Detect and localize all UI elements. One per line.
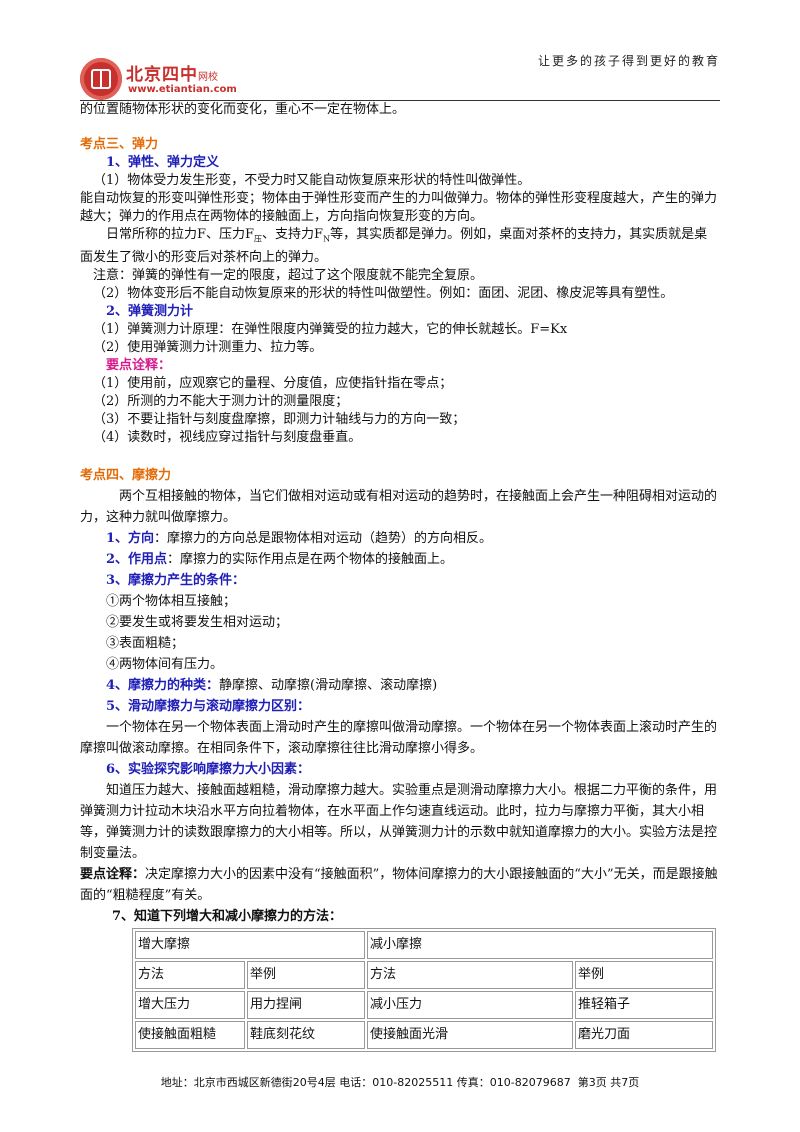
page-number: 第3页 共7页 [577, 1076, 640, 1089]
table-cell: 用力捏闸 [247, 990, 365, 1019]
subsection-heading: 3、摩擦力产生的条件： [106, 572, 246, 588]
table-cell: 举例 [575, 960, 713, 989]
table-row: 使接触面粗糙 鞋底刻花纹 使接触面光滑 磨光刀面 [135, 1020, 713, 1049]
footer-address: 地址：北京市西城区新德街20号4层 电话：010-82025511 传真：010… [160, 1076, 571, 1089]
key-point-label: 要点诠释： [106, 357, 172, 373]
page-header: 北京四中网校 www.etiantian.com 让更多的孩子得到更好的教育 [80, 34, 720, 100]
table-cell: 磨光刀面 [575, 1020, 713, 1049]
table-cell: 减小压力 [367, 990, 573, 1019]
brand-name: 北京四中网校 [126, 65, 218, 85]
table-header-cell: 减小摩擦 [367, 930, 713, 959]
table-row: 增大摩擦 减小摩擦 [135, 930, 713, 959]
friction-methods-table: 增大摩擦 减小摩擦 方法 举例 方法 举例 增大压力 用力捏闸 减小压力 推轻箱… [132, 927, 716, 1052]
header-slogan: 让更多的孩子得到更好的教育 [537, 54, 720, 68]
paragraph: （2）使用弹簧测力计测重力、拉力等。 [93, 339, 323, 355]
paragraph: 知道压力越大、接触面越粗糙，滑动摩擦力越大。实验重点是测滑动摩擦力大小。根据二力… [80, 782, 718, 861]
subsection-heading: 1、弹性、弹力定义 [106, 155, 220, 170]
paragraph: 两个互相接触的物体，当它们做相对运动或有相对运动的趋势时，在接触面上会产生一种阻… [80, 488, 718, 525]
school-logo-icon [80, 58, 122, 100]
paragraph: （2）物体变形后不能自动恢复原来的形状的特性叫做塑性。例如：面团、泥团、橡皮泥等… [93, 285, 674, 301]
paragraph: 4、摩擦力的种类：静摩擦、动摩擦(滑动摩擦、滚动摩擦) [106, 677, 438, 693]
paragraph: 日常所称的拉力F、压力F压、支持力FN等，其实质都是弹力。例如，桌面对茶杯的支持… [80, 227, 708, 265]
list-item: ③表面粗糙； [106, 635, 185, 651]
paragraph: （1）物体受力发生形变，不受力时又能自动恢复原来形状的特性叫做弹性。 [93, 173, 531, 188]
page-footer: 地址：北京市西城区新德街20号4层 电话：010-82025511 传真：010… [0, 1074, 800, 1090]
table-cell: 使接触面粗糙 [135, 1020, 245, 1049]
list-item: （1）使用前，应观察它的量程、分度值，应使指针指在零点； [93, 375, 453, 391]
paragraph: 能自动恢复的形变叫弹性形变；物体由于弹性形变而产生的力叫做弹力。物体的弹性形变程… [80, 191, 718, 224]
table-row: 增大压力 用力捏闸 减小压力 推轻箱子 [135, 990, 713, 1019]
paragraph: 一个物体在另一个物体表面上滑动时产生的摩擦叫做滑动摩擦。一个物体在另一个物体表面… [80, 719, 718, 756]
table-cell: 增大压力 [135, 990, 245, 1019]
paragraph: 要点诠释：决定摩擦力大小的因素中没有“接触面积”，物体间摩擦力的大小跟接触面的“… [80, 866, 718, 903]
table-cell: 鞋底刻花纹 [247, 1020, 365, 1049]
table-cell: 推轻箱子 [575, 990, 713, 1019]
table-cell: 使接触面光滑 [367, 1020, 573, 1049]
section-heading: 考点四、摩擦力 [80, 467, 172, 483]
paragraph: 2、作用点：摩擦力的实际作用点是在两个物体的接触面上。 [106, 551, 454, 567]
paragraph: 1、方向：摩擦力的方向总是跟物体相对运动（趋势）的方向相反。 [106, 530, 493, 546]
table-cell: 方法 [367, 960, 573, 989]
header-divider [80, 100, 720, 101]
table-header-cell: 增大摩擦 [135, 930, 365, 959]
paragraph: 的位置随物体形状的变化而变化，重心不一定在物体上。 [80, 102, 406, 117]
list-item: ④两物体间有压力。 [106, 656, 224, 672]
brand-url: www.etiantian.com [128, 84, 237, 95]
paragraph: （1）弹簧测力计原理：在弹性限度内弹簧受的拉力越大，它的伸长就越长。F=Kx [93, 321, 568, 337]
list-item: （4）读数时，视线应穿过指针与刻度盘垂直。 [93, 429, 362, 445]
subsection-heading: 5、滑动摩擦力与滚动摩擦力区别： [106, 698, 311, 714]
subsection-heading: 6、实验探究影响摩擦力大小因素： [106, 761, 311, 777]
table-row: 方法 举例 方法 举例 [135, 960, 713, 989]
table-cell: 方法 [135, 960, 245, 989]
section-heading: 考点三、弹力 [80, 137, 159, 152]
table-cell: 举例 [247, 960, 365, 989]
list-item: （3）不要让指针与刻度盘摩擦，即测力计轴线与力的方向一致； [93, 411, 466, 427]
list-item: ②要发生或将要发生相对运动； [106, 614, 289, 630]
list-item: ①两个物体相互接触； [106, 593, 237, 609]
document-body: 的位置随物体形状的变化而变化，重心不一定在物体上。 考点三、弹力 1、弹性、弹力… [80, 101, 720, 1052]
paragraph: 注意：弹簧的弹性有一定的限度，超过了这个限度就不能完全复原。 [93, 267, 484, 283]
subsection-heading: 7、知道下列增大和减小摩擦力的方法： [112, 908, 343, 924]
list-item: （2）所测的力不能大于测力计的测量限度； [93, 393, 349, 409]
subsection-heading: 2、弹簧测力计 [106, 303, 194, 319]
